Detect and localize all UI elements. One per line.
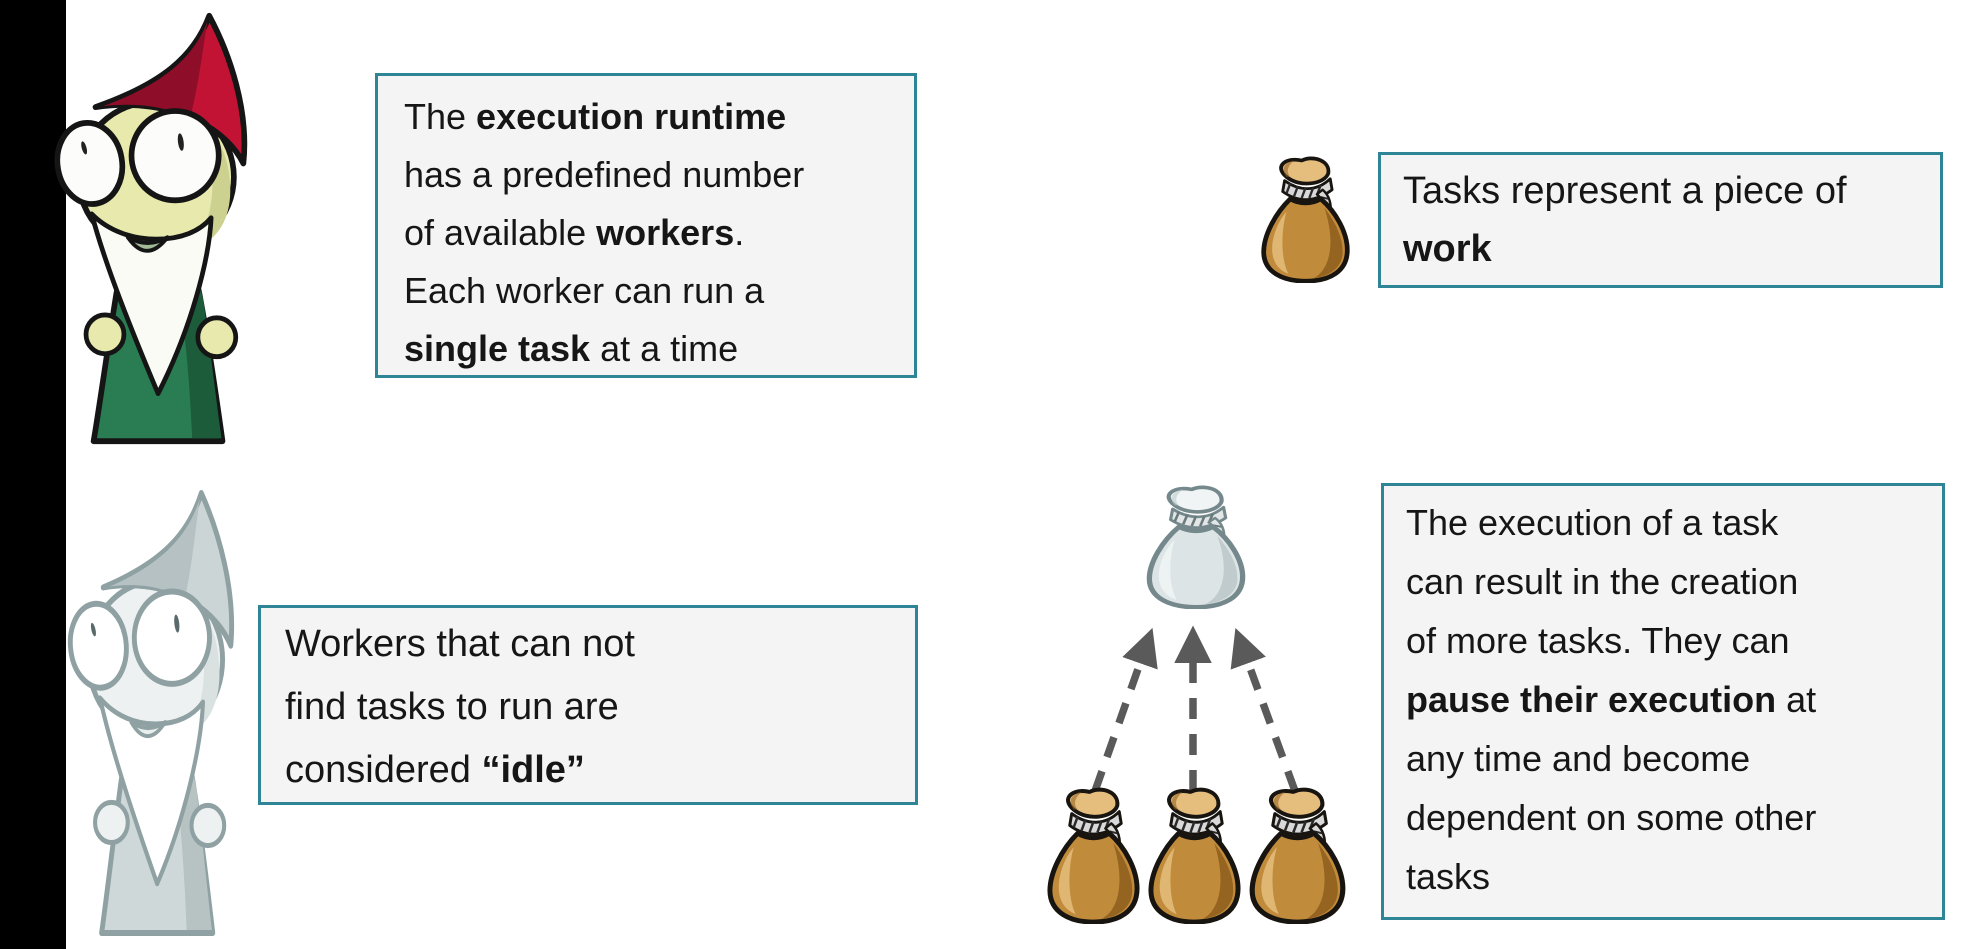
task-bag-icon — [1258, 155, 1353, 283]
worker-gnome-icon — [50, 10, 268, 447]
child-task-bag-icon — [1145, 786, 1244, 924]
paused-task-bag-icon — [1143, 484, 1249, 609]
child-task-bag-icon — [1044, 786, 1143, 924]
child-task-bag-icon — [1246, 786, 1349, 924]
dependency-arrows-icon — [1091, 625, 1299, 793]
idle-gnome-icon — [64, 487, 252, 939]
